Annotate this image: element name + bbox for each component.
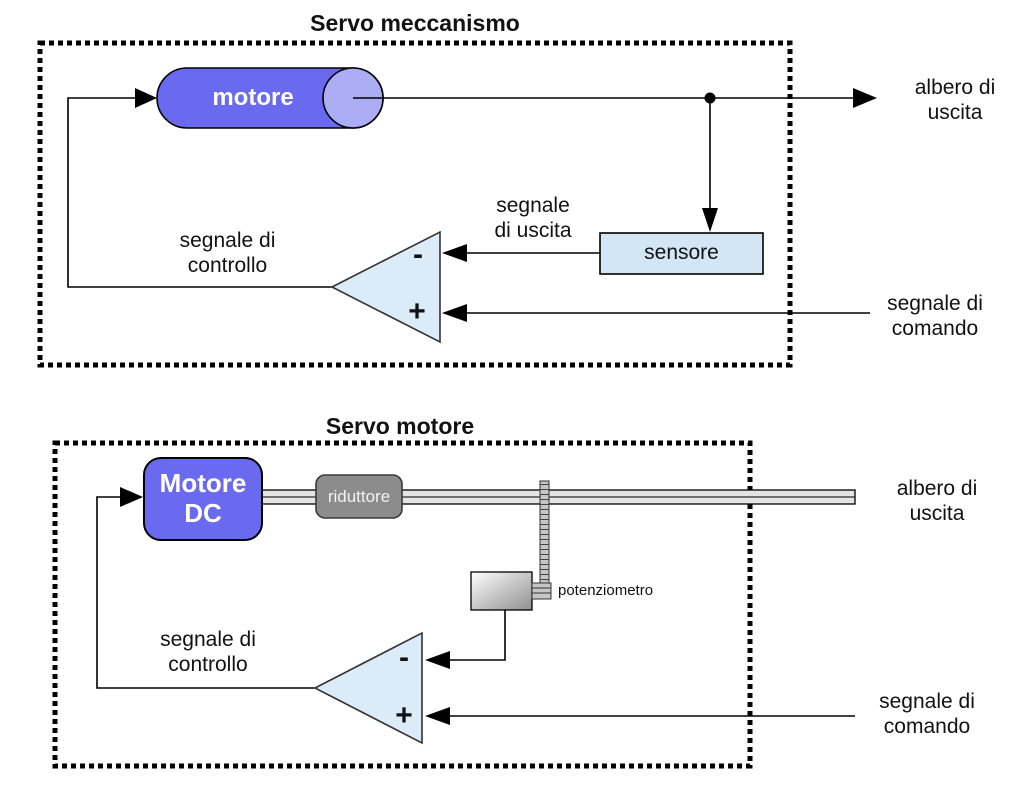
command-signal-label: segnale di comando <box>887 292 983 340</box>
control-feedback-line <box>67 97 332 288</box>
reducer-box <box>315 474 403 519</box>
comparator-minus: - <box>413 238 423 271</box>
potentiometer-label: potenziometro <box>558 582 654 599</box>
arrow-into-motor-icon <box>135 88 157 108</box>
motor-dc-box <box>143 457 263 541</box>
control-feedback-line-2 <box>96 496 315 689</box>
arrow-minus-input-2-icon <box>425 651 450 669</box>
servo-mechanism-title: Servo meccanismo <box>310 10 520 36</box>
output-shaft-label: albero di uscita <box>914 76 996 124</box>
arrow-minus-input-icon <box>442 244 467 262</box>
potentiometer-body <box>470 571 533 611</box>
servo-motor-boundary <box>52 440 753 769</box>
motor-dc-label: Motore DC <box>159 468 247 528</box>
motor-label: motore <box>212 84 294 111</box>
comparator-minus-2: - <box>399 641 409 674</box>
sensor-label: sensore <box>644 241 719 264</box>
comparator-triangle-2 <box>313 631 423 745</box>
comparator-triangle <box>330 230 441 344</box>
command-signal-label-2: segnale di comando <box>879 690 975 738</box>
potentiometer-rack <box>539 480 550 585</box>
output-signal-label: segnale di uscita <box>494 194 572 242</box>
comparator-plus: + <box>408 295 426 328</box>
arrow-plus-input-2-icon <box>425 707 450 725</box>
control-signal-label: segnale di controllo <box>179 229 276 277</box>
reducer-label: riduttore <box>327 487 391 506</box>
comparator-plus-2: + <box>395 699 413 732</box>
output-shaft-label-2: albero di uscita <box>896 477 978 525</box>
pot-output-line <box>450 610 506 661</box>
arrow-into-motor-dc-icon <box>120 487 143 507</box>
output-shaft-arrow-icon <box>853 88 877 108</box>
control-signal-label-2: segnale di controllo <box>160 628 256 676</box>
sensor-box <box>599 232 764 275</box>
potentiometer-coupler <box>531 582 552 600</box>
servo-motor-title: Servo motore <box>325 413 475 439</box>
arrow-plus-input-icon <box>442 304 467 322</box>
servo-mechanism-boundary <box>37 40 793 368</box>
arrow-into-sensor-icon <box>702 208 718 232</box>
